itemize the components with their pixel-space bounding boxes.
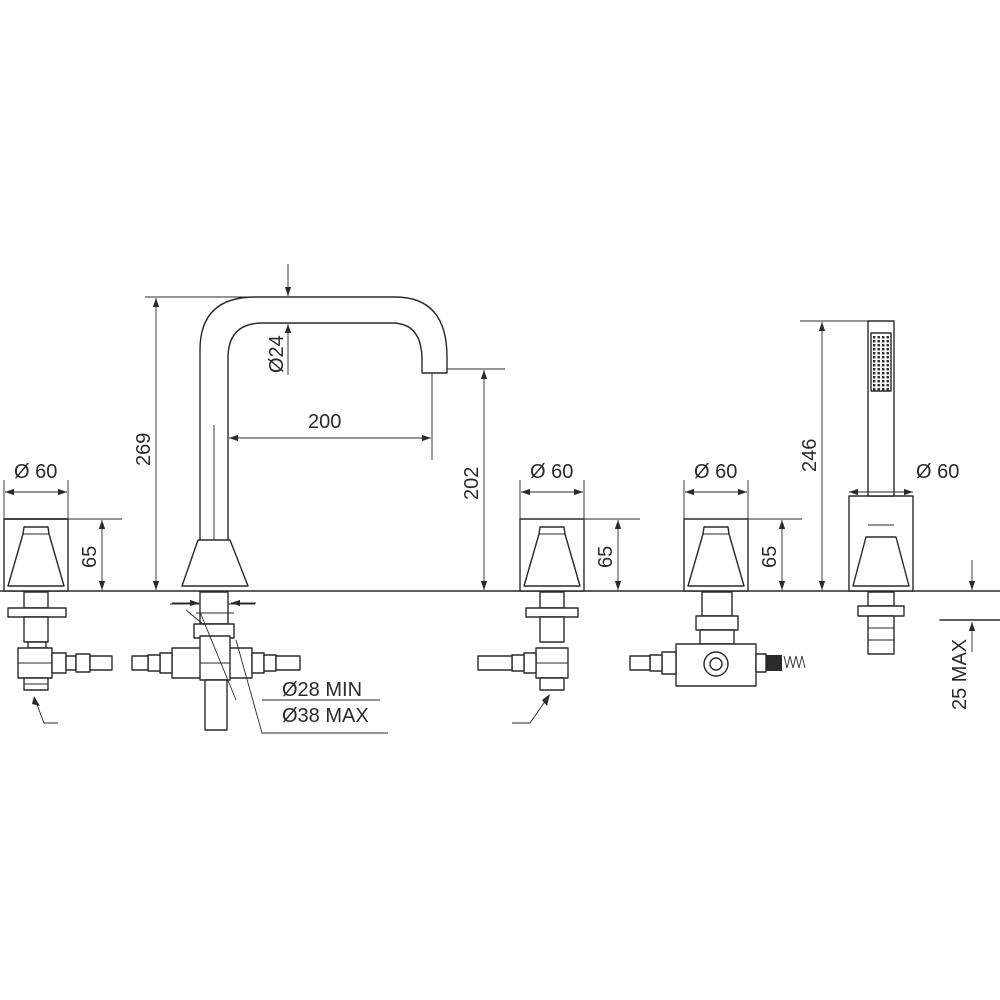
nozzle-dot [882,348,885,351]
left-handle-height-label: 65 [79,546,101,568]
nozzle-dot [877,376,880,379]
nozzle-dot [877,340,880,343]
spout [131,296,448,731]
nozzle-dot [882,344,885,347]
middle-handle [477,518,585,724]
nozzle-dot [882,372,885,375]
left-handle-dimensions: Ø 60 65 [3,461,122,590]
hand-shower [848,320,914,655]
spout-outlet-height-label: 202 [461,467,483,500]
nozzle-dot [882,384,885,387]
left-handle [3,518,113,724]
spout-reach-label: 200 [308,411,341,433]
nozzle-dot [873,388,876,391]
nozzle-dot [873,380,876,383]
nozzle-dot [886,344,889,347]
spout-dimensions: 269 Ø24 200 202 Ø28 MIN Ø38 MAX [133,264,505,734]
diverter [629,518,806,687]
middle-handle-height-label: 65 [595,546,617,568]
nozzle-dot [873,336,876,339]
nozzle-dot [877,388,880,391]
nozzle-dot [873,356,876,359]
shower-nozzle-dots [873,336,889,391]
nozzle-dot [882,364,885,367]
diverter-diameter-label: Ø 60 [694,461,737,483]
left-handle-diameter-label: Ø 60 [14,461,57,483]
middle-handle-dimensions: Ø 60 65 [519,461,640,590]
nozzle-dot [877,368,880,371]
nozzle-dot [882,356,885,359]
nozzle-dot [882,360,885,363]
hole-min-label: Ø28 MIN [282,679,362,701]
nozzle-dot [877,356,880,359]
nozzle-dot [873,372,876,375]
nozzle-dot [877,352,880,355]
spout-tube-diameter-label: Ø24 [266,335,288,373]
nozzle-dot [886,340,889,343]
nozzle-dot [886,352,889,355]
nozzle-dot [873,376,876,379]
nozzle-dot [886,368,889,371]
nozzle-dot [882,336,885,339]
nozzle-dot [886,360,889,363]
nozzle-dot [886,336,889,339]
deck-thickness-dimension: 25 MAX [949,560,976,710]
nozzle-dot [882,340,885,343]
nozzle-dot [873,360,876,363]
nozzle-dot [882,376,885,379]
nozzle-dot [882,380,885,383]
nozzle-dot [877,360,880,363]
nozzle-dot [886,348,889,351]
nozzle-dot [886,380,889,383]
nozzle-dot [873,352,876,355]
spout-total-height-label: 269 [133,433,155,466]
hole-max-label: Ø38 MAX [282,705,369,727]
nozzle-dot [877,348,880,351]
diverter-height-label: 65 [759,546,781,568]
hand-shower-dimensions: 246 Ø 60 [799,320,959,590]
nozzle-dot [886,388,889,391]
nozzle-dot [877,364,880,367]
nozzle-dot [873,344,876,347]
nozzle-dot [886,376,889,379]
nozzle-dot [877,380,880,383]
nozzle-dot [886,364,889,367]
nozzle-dot [873,340,876,343]
nozzle-dot [877,344,880,347]
nozzle-dot [873,368,876,371]
nozzle-dot [873,364,876,367]
nozzle-dot [873,348,876,351]
nozzle-dot [882,368,885,371]
nozzle-dot [886,384,889,387]
nozzle-dot [873,384,876,387]
deck-thickness-label: 25 MAX [949,639,971,710]
handshower-diameter-label: Ø 60 [916,461,959,483]
deck-surface [0,590,1000,621]
nozzle-dot [886,372,889,375]
nozzle-dot [882,352,885,355]
middle-handle-diameter-label: Ø 60 [530,461,573,483]
handshower-height-label: 246 [799,439,821,472]
nozzle-dot [877,384,880,387]
nozzle-dot [886,356,889,359]
nozzle-dot [877,336,880,339]
nozzle-dot [882,388,885,391]
nozzle-dot [877,372,880,375]
diverter-dimensions: Ø 60 65 [683,461,802,590]
